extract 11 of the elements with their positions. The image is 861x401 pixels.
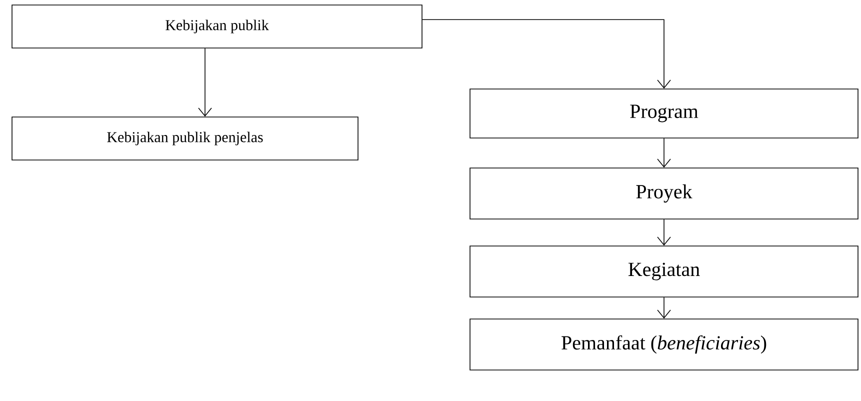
process-box: Proyek bbox=[470, 168, 858, 220]
arrow bbox=[422, 19, 671, 89]
process-box: Kegiatan bbox=[470, 246, 858, 298]
arrow bbox=[657, 219, 671, 246]
arrow bbox=[657, 297, 671, 319]
arrow bbox=[657, 138, 671, 168]
process-box: Kebijakan publik bbox=[12, 4, 422, 48]
process-box: Program bbox=[470, 88, 858, 138]
arrow bbox=[198, 48, 212, 117]
process-box: Kebijakan publik penjelas bbox=[12, 116, 358, 160]
process-box: Pemanfaat (beneficiaries) bbox=[470, 318, 858, 370]
